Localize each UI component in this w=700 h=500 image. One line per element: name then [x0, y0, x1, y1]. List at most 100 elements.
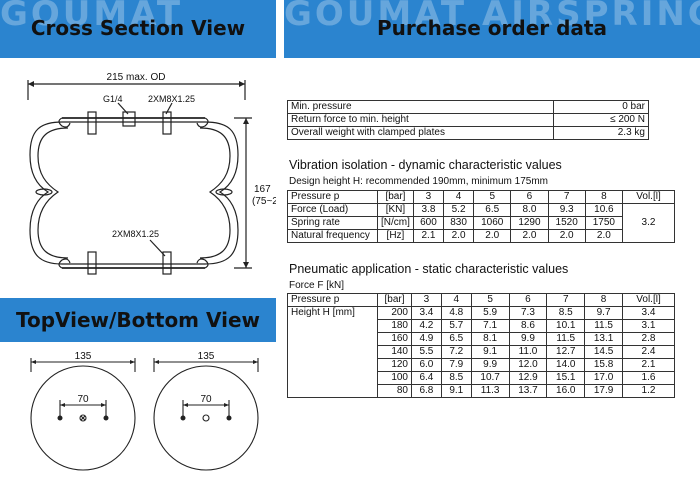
cell: 3.8 [412, 203, 445, 217]
purchase-banner: GOUMAT AIRSPRING Purchase order data [284, 0, 700, 58]
cell: 12.9 [508, 371, 548, 385]
header-col: 5 [470, 293, 510, 307]
header-vol: Vol.[l] [622, 190, 675, 204]
cell: 12.7 [546, 345, 586, 359]
cross-section-banner: GOUMAT Cross Section View [0, 0, 276, 58]
cell: 7.3 [508, 306, 548, 320]
vol-value: 3.2 [622, 203, 675, 243]
cell: 15.8 [584, 358, 623, 372]
header-vol: Vol.[l] [622, 293, 675, 307]
header-col: 3 [412, 190, 445, 204]
cell: 10.7 [470, 371, 510, 385]
table-row: Overall weight with clamped plates 2.3 k… [287, 126, 649, 140]
cell: 11.0 [508, 345, 548, 359]
vol-cell: 1.2 [622, 384, 675, 398]
cell: 8.5 [440, 371, 472, 385]
cell: 11.3 [470, 384, 510, 398]
header-label: Pressure p [287, 293, 378, 307]
vol-cell: 1.6 [622, 371, 675, 385]
row-unit: [N/cm] [377, 216, 414, 230]
table-row: 180 4.2 5.7 7.1 8.6 10.1 11.5 3.1 [288, 319, 675, 333]
purchase-title: Purchase order data [377, 16, 607, 40]
cell: 9.3 [547, 203, 586, 217]
pneumatic-subheading: Force F [kN] [289, 280, 345, 291]
cell: 4.9 [411, 332, 442, 346]
cell: 600 [412, 216, 445, 230]
cell: 6.5 [473, 203, 512, 217]
vibration-table: Pressure p [bar] 3 4 5 6 7 8 Vol.[l] For… [287, 190, 675, 243]
vol-cell: 2.1 [622, 358, 675, 372]
height-cell: 100 [377, 371, 412, 385]
vol-cell: 3.1 [622, 319, 675, 333]
cell: 8.1 [470, 332, 510, 346]
vol-cell: 3.4 [622, 306, 675, 320]
cell: 1060 [473, 216, 512, 230]
cell: 8.5 [546, 306, 586, 320]
watermark-text: GOUMAT AIRSPRING [284, 0, 700, 34]
table-row: Min. pressure 0 bar [287, 100, 649, 114]
height-cell: 80 [377, 384, 412, 398]
height-cell: 180 [377, 319, 412, 333]
cell: 4.8 [440, 306, 472, 320]
header-col: 4 [443, 190, 475, 204]
cell: 3.4 [411, 306, 442, 320]
cell: 7.1 [470, 319, 510, 333]
right-spacing-label: 70 [200, 394, 212, 405]
header-unit: [bar] [377, 293, 412, 307]
cell: 2.0 [443, 229, 475, 243]
od-label: 215 max. OD [107, 72, 166, 83]
cell: 4.2 [411, 319, 442, 333]
vibration-heading: Vibration isolation - dynamic characteri… [289, 158, 562, 172]
cell: 6.8 [411, 384, 442, 398]
vol-cell: 2.8 [622, 332, 675, 346]
table-header-row: Pressure p [bar] 3 4 5 6 7 8 Vol.[l] [287, 293, 675, 307]
header-col: 4 [440, 293, 472, 307]
pneumatic-heading: Pneumatic application - static character… [289, 262, 569, 276]
cell: 9.9 [470, 358, 510, 372]
header-col: 8 [584, 293, 623, 307]
cross-section-drawing: 215 max. OD G1/4 2XM8X1.25 2XM8X1.25 167… [27, 72, 276, 275]
height-label: 167 [254, 184, 271, 195]
table-row: Spring rate [N/cm] 600 830 1060 1290 152… [287, 216, 675, 230]
row-unit: [Hz] [377, 229, 414, 243]
table-row: Force (Load) [KN] 3.8 5.2 6.5 8.0 9.3 10… [287, 203, 675, 243]
cell: 2.0 [584, 229, 624, 243]
cell: 830 [443, 216, 475, 230]
height-cell: 200 [377, 306, 412, 320]
cell: 12.0 [508, 358, 548, 372]
top-view-title: TopView/Bottom View [15, 308, 261, 332]
cell: 14.0 [546, 358, 586, 372]
cell: 5.5 [411, 345, 442, 359]
row-label: Return force to min. height [287, 113, 554, 127]
cell: 5.7 [440, 319, 472, 333]
cell: 10.6 [584, 203, 624, 217]
header-col: 8 [584, 190, 624, 204]
height-range-label: (75~230) [252, 196, 276, 207]
table-row: 100 6.4 8.5 10.7 12.9 15.1 17.0 1.6 [288, 371, 675, 385]
cell: 17.9 [584, 384, 623, 398]
cell: 5.9 [470, 306, 510, 320]
cell: 8.0 [510, 203, 549, 217]
header-unit: [bar] [377, 190, 414, 204]
cell: 2.0 [547, 229, 586, 243]
cell: 15.1 [546, 371, 586, 385]
cell: 14.5 [584, 345, 623, 359]
row-value: ≤ 200 N [553, 113, 649, 127]
height-row-label: Height H [mm] [287, 306, 378, 398]
header-col: 3 [411, 293, 442, 307]
header-col: 5 [473, 190, 512, 204]
table-header-row: Pressure p [bar] 3 4 5 6 7 8 Vol.[l] [287, 190, 675, 204]
cell: 1290 [510, 216, 549, 230]
row-label: Overall weight with clamped plates [287, 126, 554, 140]
cell: 9.7 [584, 306, 623, 320]
header-label: Pressure p [287, 190, 378, 204]
table-row: Return force to min. height ≤ 200 N [287, 113, 649, 127]
cell: 11.5 [584, 319, 623, 333]
row-label: Force (Load) [287, 203, 378, 217]
watermark-text: GOUMAT [0, 0, 184, 34]
row-unit: [KN] [377, 203, 414, 217]
cell: 5.2 [443, 203, 475, 217]
cell: 17.0 [584, 371, 623, 385]
cell: 2.0 [473, 229, 512, 243]
pneumatic-table: Pressure p [bar] 3 4 5 6 7 8 Vol.[l] Hei… [287, 293, 675, 398]
